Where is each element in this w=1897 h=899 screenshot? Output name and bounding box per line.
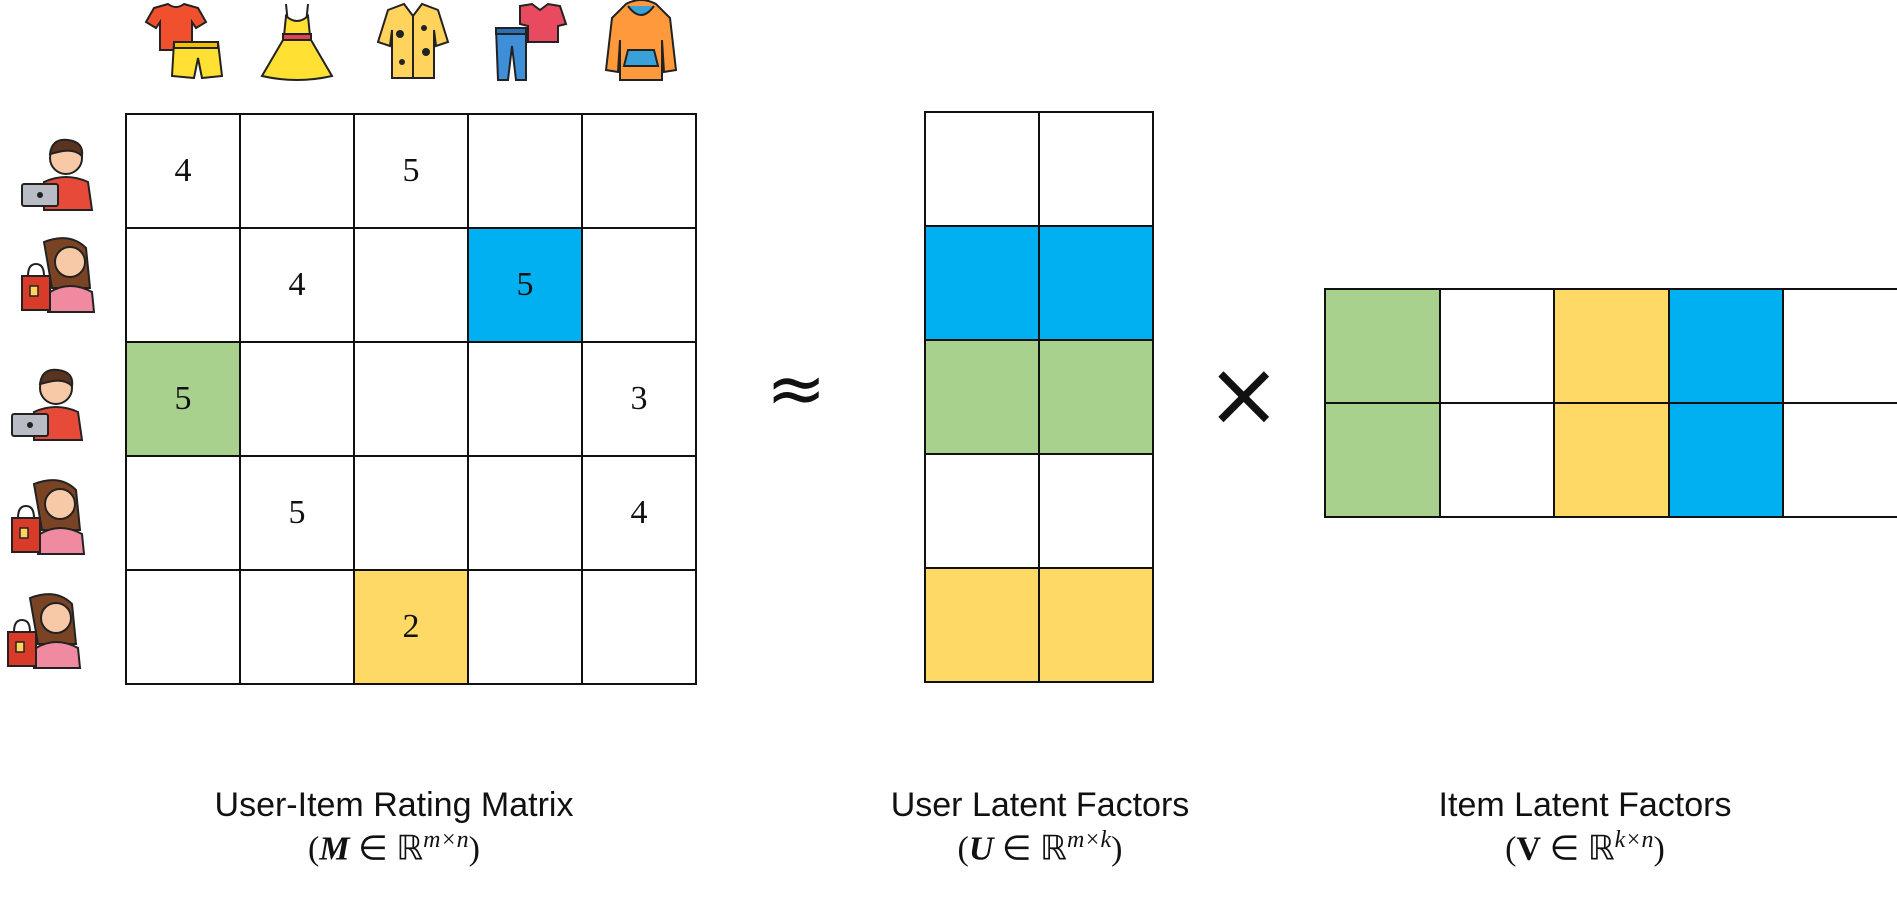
dress-icon	[260, 3, 334, 81]
hawaiian-shirt-icon	[376, 2, 450, 79]
woman-shopping-icon	[7, 593, 82, 669]
woman-shopping-icon	[21, 237, 96, 313]
rating-cell-r4-c2: 5	[241, 457, 355, 571]
item-factor-cell-r2-c1	[1326, 404, 1441, 518]
rating-cell-r2-c1	[127, 229, 241, 343]
user-factor-cell-r5-c2	[1040, 569, 1154, 683]
user-factor-cell-r4-c1	[926, 455, 1040, 569]
rating-cell-r5-c4	[469, 571, 583, 685]
item-factor-cell-r2-c5	[1784, 404, 1897, 518]
item-caption-formula: (V ∈ ℝk×n)	[1505, 827, 1665, 868]
rating-cell-r2-c5	[583, 229, 697, 343]
hoodie-icon	[604, 0, 678, 81]
user-factor-cell-r3-c2	[1040, 341, 1154, 455]
rating-caption-title: User-Item Rating Matrix	[214, 786, 574, 824]
rating-cell-r5-c1	[127, 571, 241, 685]
rating-cell-r3-c5: 3	[583, 343, 697, 457]
rating-cell-r5-c2	[241, 571, 355, 685]
item-factor-cell-r1-c3	[1555, 290, 1670, 404]
rating-cell-r2-c4: 5	[469, 229, 583, 343]
rating-cell-r4-c1	[127, 457, 241, 571]
rating-cell-r5-c3: 2	[355, 571, 469, 685]
user-factor-cell-r2-c1	[926, 227, 1040, 341]
user-caption: User Latent Factors (U ∈ ℝm×k)	[820, 786, 1260, 868]
rating-cell-r2-c2: 4	[241, 229, 355, 343]
user-factor-cell-r5-c1	[926, 569, 1040, 683]
rating-cell-r1-c3: 5	[355, 115, 469, 229]
rating-cell-r4-c5: 4	[583, 457, 697, 571]
item-caption-title: Item Latent Factors	[1438, 786, 1732, 824]
user-factor-cell-r2-c2	[1040, 227, 1154, 341]
tshirt-shorts-icon	[144, 2, 224, 80]
item-factor-cell-r2-c3	[1555, 404, 1670, 518]
item-caption: Item Latent Factors (V ∈ ℝk×n)	[1365, 786, 1805, 868]
item-factor-cell-r2-c2	[1440, 404, 1556, 518]
user-caption-title: User Latent Factors	[890, 786, 1190, 824]
man-laptop-icon	[21, 138, 94, 211]
rating-cell-r2-c3	[355, 229, 469, 343]
rating-cell-r3-c1: 5	[127, 343, 241, 457]
rating-cell-r1-c5	[583, 115, 697, 229]
user-factor-cell-r4-c2	[1040, 455, 1154, 569]
woman-shopping-icon	[11, 479, 86, 555]
man-laptop-icon	[11, 368, 84, 441]
item-factor-cell-r1-c1	[1326, 290, 1441, 404]
user-factor-cell-r1-c2	[1040, 113, 1154, 227]
times-symbol: ×	[1206, 342, 1282, 447]
rating-cell-r3-c4	[469, 343, 583, 457]
item-factor-cell-r1-c2	[1440, 290, 1556, 404]
user-factor-cell-r1-c1	[926, 113, 1040, 227]
item-factor-cell-r2-c4	[1669, 404, 1785, 518]
user-factor-cell-r3-c1	[926, 341, 1040, 455]
rating-cell-r3-c3	[355, 343, 469, 457]
item-factor-matrix	[1324, 288, 1897, 518]
item-factor-cell-r1-c5	[1784, 290, 1897, 404]
rating-caption: User-Item Rating Matrix (M ∈ ℝm×n)	[134, 786, 654, 868]
user-factor-matrix	[924, 111, 1154, 683]
rating-cell-r5-c5	[583, 571, 697, 685]
item-factor-cell-r1-c4	[1669, 290, 1785, 404]
rating-cell-r4-c4	[469, 457, 583, 571]
rating-cell-r4-c3	[355, 457, 469, 571]
rating-cell-r1-c4	[469, 115, 583, 229]
user-caption-formula: (U ∈ ℝm×k)	[957, 827, 1123, 868]
rating-cell-r3-c2	[241, 343, 355, 457]
rating-cell-r1-c2	[241, 115, 355, 229]
approx-symbol: ≈	[766, 346, 827, 430]
rating-caption-formula: (M ∈ ℝm×n)	[308, 827, 480, 868]
shirt-jeans-icon	[494, 2, 568, 81]
rating-cell-r1-c1: 4	[127, 115, 241, 229]
